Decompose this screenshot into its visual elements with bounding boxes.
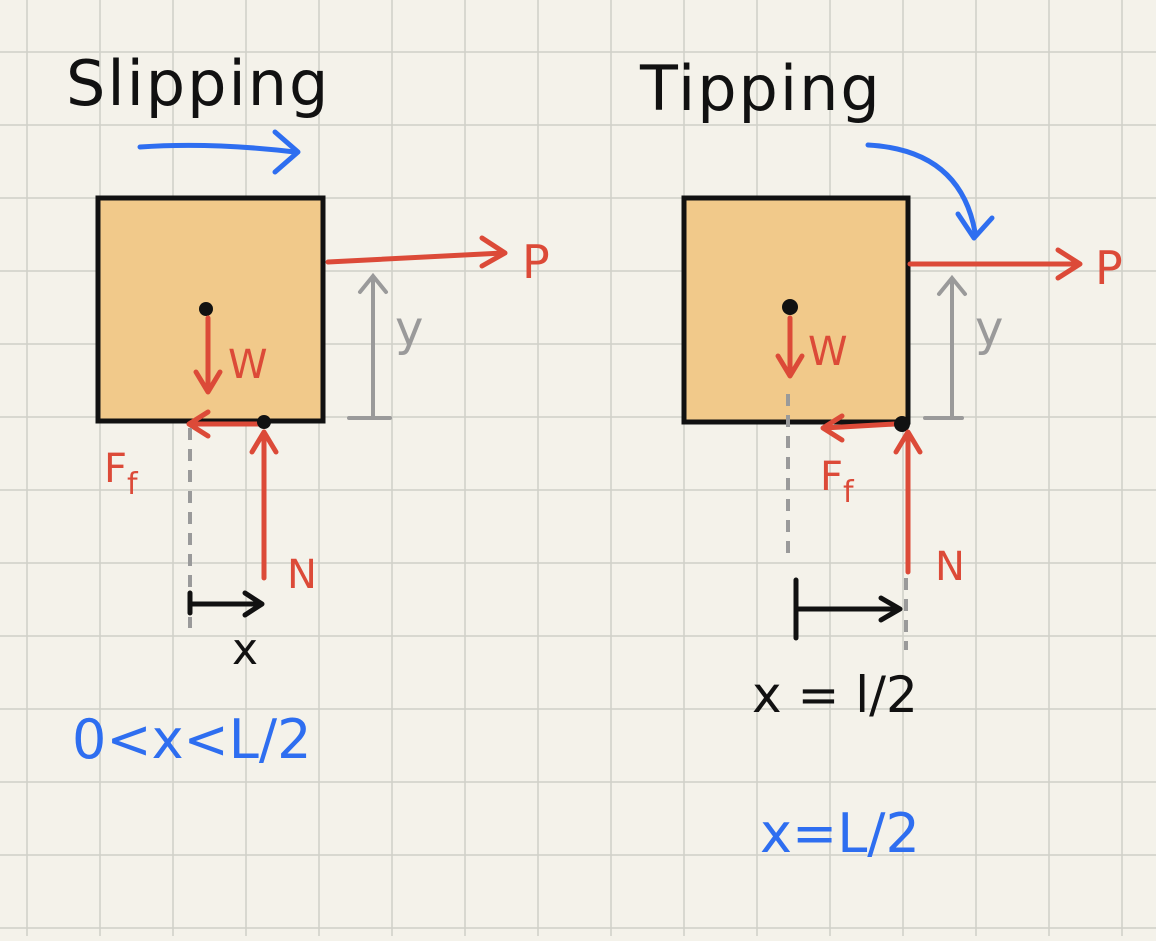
tip-height-dimension [923, 274, 967, 420]
tip-contact-point [894, 416, 910, 432]
tip-friction-symbol: F [820, 454, 843, 500]
tip-height-label: y [975, 301, 1003, 357]
slip-height-dimension [347, 272, 392, 420]
tip-rotation-arrow [865, 142, 978, 235]
slip-contact-point [257, 415, 271, 429]
tip-offset-arrow [793, 577, 903, 641]
slip-force-p-arrow [325, 250, 506, 265]
tip-center-of-mass [782, 299, 798, 315]
tip-friction-arrow [820, 413, 898, 443]
slip-friction-arrow [186, 409, 265, 439]
slip-force-p-arrowhead [479, 235, 508, 269]
slip-weight-label: W [228, 342, 268, 388]
slip-height-label: y [395, 301, 423, 357]
slip-friction-symbol: F [104, 446, 127, 492]
slip-friction-label: Ff [104, 446, 139, 502]
slipping-title: Slipping [66, 47, 330, 120]
slip-motion-arrowhead [272, 129, 301, 175]
slip-motion-arrow [137, 142, 298, 155]
slip-offset-arrow [187, 590, 265, 618]
slip-condition: 0<x<L/2 [72, 708, 311, 771]
tip-normal-arrow [893, 429, 923, 575]
slip-force-p-label: P [522, 235, 550, 289]
slip-friction-subscript: f [127, 467, 139, 502]
slip-normal-arrow [249, 429, 279, 581]
tip-force-p-label: P [1095, 241, 1123, 295]
slip-center-of-mass [199, 302, 213, 316]
tip-offset-label: x = l/2 [752, 666, 918, 724]
tip-weight-arrow [775, 315, 805, 379]
tip-condition: x=L/2 [760, 802, 920, 865]
slip-normal-label: N [287, 552, 317, 598]
tipping-title: Tipping [639, 52, 882, 125]
tip-friction-label: Ff [820, 454, 855, 510]
tipping-panel: Tipping P y W Ff N x = l/2 x=L/2 [639, 52, 1123, 865]
tip-normal-label: N [935, 544, 965, 590]
tip-friction-subscript: f [843, 475, 855, 510]
slip-weight-arrow [193, 315, 223, 395]
slip-offset-label: x [232, 624, 258, 675]
slipping-panel: Slipping P y W Ff N x 0<x<L/2 [66, 47, 550, 771]
tip-force-p-arrowhead [1055, 247, 1083, 281]
tip-rotation-arrowhead [955, 211, 995, 241]
tip-weight-label: W [808, 329, 848, 375]
